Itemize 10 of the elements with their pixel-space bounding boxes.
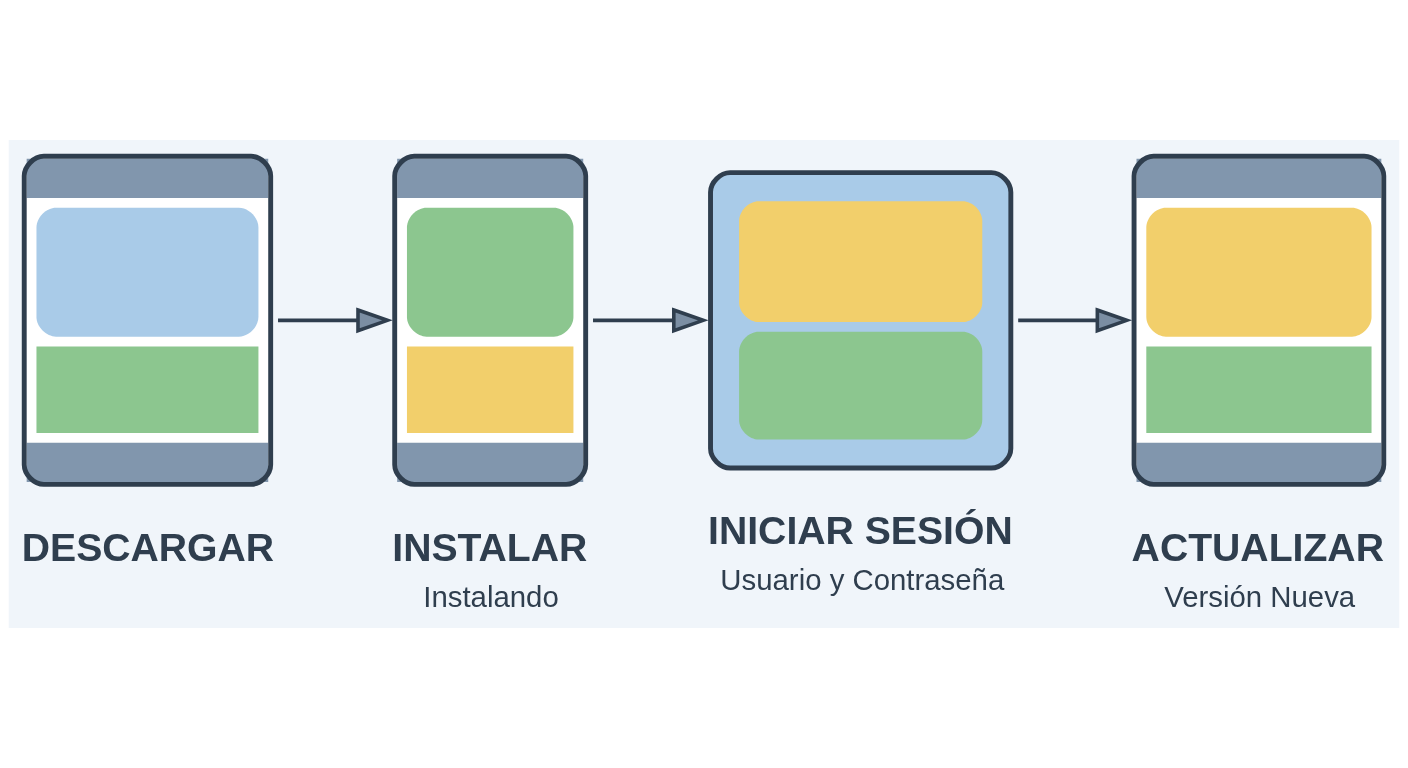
node-label: ACTUALIZAR: [1131, 525, 1384, 569]
node-label: INICIAR SESIÓN: [708, 509, 1013, 553]
node-label: INSTALAR: [392, 525, 588, 569]
arrow: [593, 307, 709, 334]
node-label: DESCARGAR: [21, 525, 275, 569]
node-label: Usuario y Contraseña: [720, 563, 1005, 597]
node-label: Versión Nueva: [1164, 579, 1356, 613]
arrow: [278, 307, 393, 334]
arrow: [1018, 307, 1133, 334]
node-label: Instalando: [423, 579, 559, 613]
